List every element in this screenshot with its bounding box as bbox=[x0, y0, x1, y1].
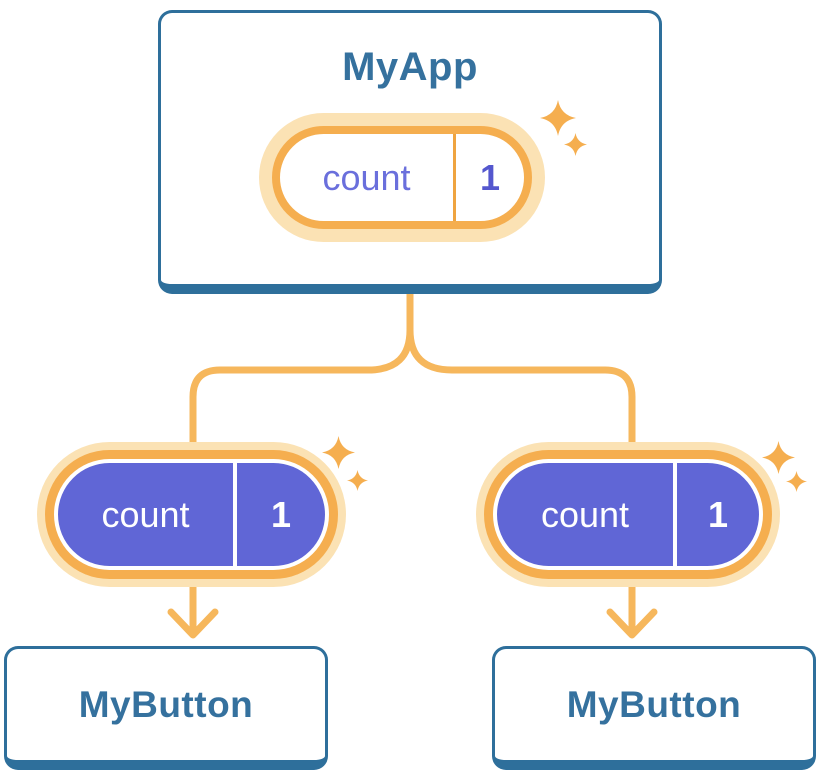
pill-divider bbox=[453, 134, 456, 221]
state-pill-right-child: count 1 bbox=[497, 463, 759, 566]
state-key-label: count bbox=[322, 156, 411, 198]
sparkle-icon bbox=[786, 471, 807, 492]
state-key-label: count bbox=[101, 493, 190, 535]
component-node-mybutton-right: MyButton bbox=[492, 646, 816, 770]
sparkle-icon bbox=[322, 436, 355, 469]
state-pill-root: count 1 bbox=[272, 126, 532, 229]
state-key-label: count bbox=[540, 493, 630, 535]
component-label: MyButton bbox=[78, 683, 254, 725]
component-node-myapp: MyApp bbox=[158, 10, 662, 294]
component-label: MyApp bbox=[342, 45, 478, 89]
trunk-branch-left-line bbox=[189, 286, 414, 462]
state-pill-left-child: count 1 bbox=[58, 463, 325, 566]
sparkle-icon bbox=[762, 441, 795, 474]
component-label: MyButton bbox=[566, 683, 742, 725]
pill-divider bbox=[673, 463, 677, 566]
state-value: 1 bbox=[707, 493, 729, 535]
branch-right-line bbox=[406, 326, 636, 462]
state-value: 1 bbox=[270, 493, 292, 535]
state-value: 1 bbox=[479, 156, 501, 198]
left-arrow-down-icon bbox=[167, 608, 219, 639]
sparkle-icon bbox=[540, 100, 576, 136]
right-arrow-down-icon bbox=[606, 608, 658, 639]
pill-divider bbox=[233, 463, 237, 566]
component-node-mybutton-left: MyButton bbox=[4, 646, 328, 770]
sparkle-icon bbox=[347, 470, 368, 491]
sparkle-icon bbox=[564, 133, 587, 156]
